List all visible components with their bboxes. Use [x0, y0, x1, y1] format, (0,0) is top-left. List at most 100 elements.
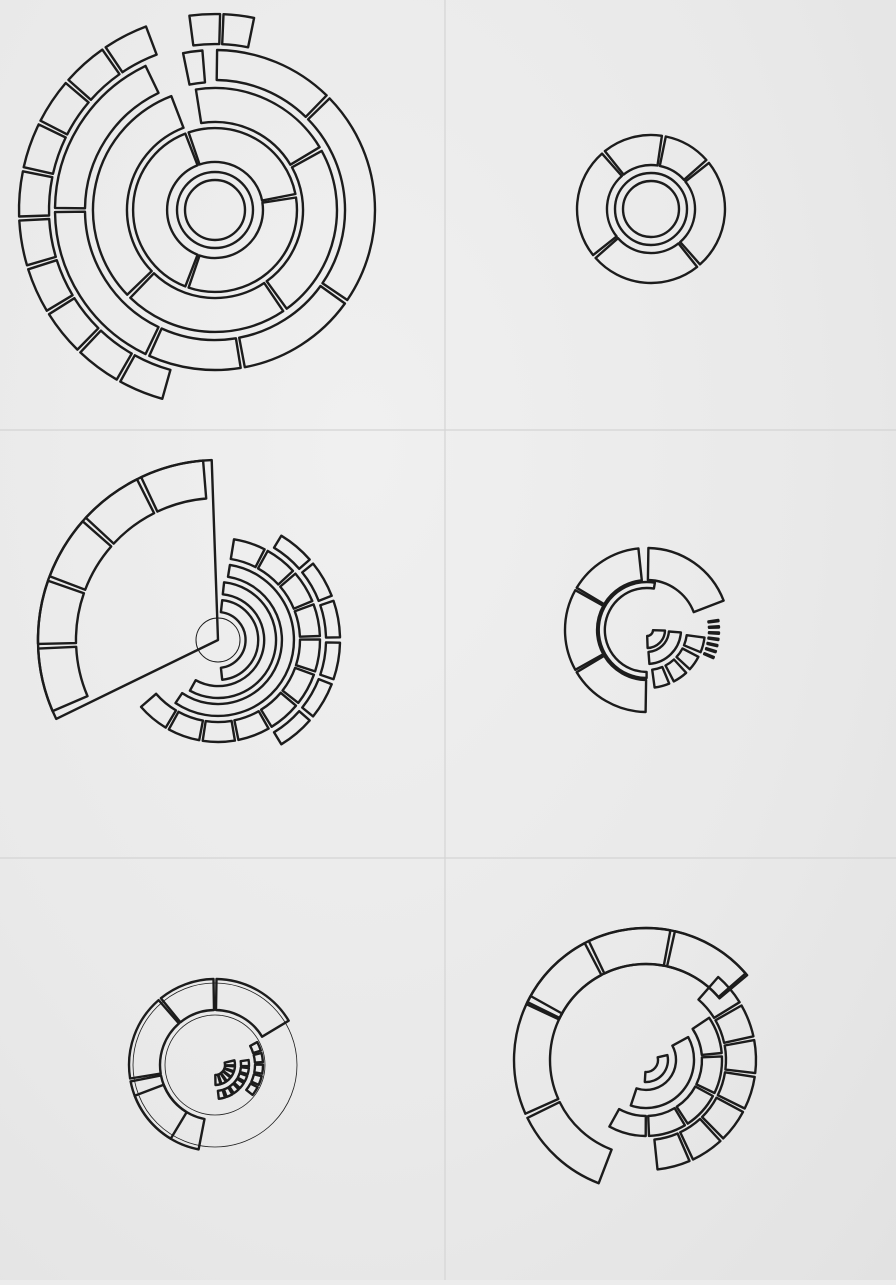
ring-segment-1 [658, 135, 708, 181]
sunburst-sketch-fading [127, 977, 298, 1151]
outer-tile-b-6 [272, 710, 311, 746]
dash-arc-b-7 [216, 1088, 227, 1100]
wedge-tile-2 [36, 579, 86, 646]
tiny-tile-a-2 [675, 647, 700, 671]
inner-half-arc-1 [629, 1035, 696, 1110]
center-circle-outer [175, 170, 255, 250]
dash-arc-a-6 [214, 1073, 222, 1087]
center-circle-inner [183, 178, 247, 242]
sunburst-sketch-diagonal [512, 926, 758, 1185]
tiny-tile-a-3 [664, 658, 688, 683]
big-wedge [36, 458, 220, 721]
tiny-tile-b-2 [707, 625, 721, 629]
ring3-segment-1 [215, 48, 328, 119]
ring1-segment-3 [131, 132, 199, 288]
outer-tile-6 [17, 170, 54, 218]
inner-arc-2-1 [188, 581, 278, 700]
outer-tile-a-1 [229, 538, 266, 569]
ring2-segment-4 [91, 94, 185, 296]
tiny-tile-b-5 [706, 641, 719, 648]
mid-tile-1 [691, 1016, 723, 1057]
dash-arc-b-1 [239, 1058, 251, 1068]
outer-tile-1 [697, 975, 741, 1020]
ring3-segment-6 [53, 64, 160, 210]
ring3-segment-3 [238, 284, 347, 369]
wedge-tile-3 [48, 520, 113, 591]
upper-segment-1 [526, 941, 603, 1020]
lower-left-segment-1 [575, 654, 648, 714]
dash-arc-b-4 [232, 1077, 245, 1090]
ring3-segment-2 [306, 97, 377, 302]
inner-arc-3-1 [174, 563, 296, 718]
sunburst-sketch-small-ring [575, 133, 727, 285]
upper-segment-3 [665, 930, 747, 999]
lower-left-segment-2 [563, 589, 605, 671]
upper-segment-2 [587, 926, 672, 975]
inner-arc-1-1 [219, 599, 260, 681]
outer-tile-9 [67, 48, 121, 101]
dash-arc-c-2 [252, 1051, 265, 1064]
small-inner-arc-1 [646, 629, 667, 650]
wedge-tile-4 [84, 478, 156, 545]
outer-tile-10 [104, 25, 158, 74]
dash-arc-b-6 [222, 1086, 234, 1099]
ring2-segment-2 [265, 149, 339, 310]
outer-tile-8 [39, 81, 90, 136]
core-arc-1 [643, 1053, 670, 1084]
sunburst-sketch-wedge [36, 458, 342, 746]
dash-arc-c-3 [253, 1063, 265, 1075]
upper-segment-1 [646, 546, 725, 614]
outer-tile-2 [714, 1004, 755, 1044]
wedge-tile-5 [140, 459, 208, 513]
upper-arc-group-1 [525, 926, 749, 1021]
outer-tile-b-3 [319, 599, 342, 639]
outer-tile-b-2 [301, 562, 333, 603]
ring-segment-3 [594, 237, 699, 285]
dash-arc-b-5 [228, 1082, 240, 1095]
outer-tile-6 [679, 1117, 722, 1161]
center-circle-faint [195, 617, 241, 663]
outer-tile-2 [79, 329, 133, 381]
dash-arc-b-3 [236, 1072, 249, 1083]
ring-segment-2 [679, 161, 727, 266]
faint-inner-circle [164, 1014, 266, 1116]
ring1-segment-1 [187, 126, 297, 202]
dash-arc-c-5 [245, 1082, 259, 1097]
ring-segment-4 [214, 977, 290, 1038]
mid-inner-arc-1 [647, 630, 683, 666]
ring-segment-3 [159, 977, 216, 1024]
sunburst-sketch-large [17, 12, 377, 400]
ring3-sliver-1 [181, 49, 207, 86]
outer-tile-7 [653, 1132, 691, 1171]
inner-thin-ring-1 [597, 580, 657, 680]
tiny-tile-b-6 [704, 646, 718, 654]
wedge-tile-1 [37, 645, 89, 713]
dash-arc-c-4 [250, 1073, 263, 1087]
outer-tile-b-1 [272, 534, 311, 570]
outer-tile-4 [27, 259, 74, 312]
center-circle-inner [621, 179, 681, 239]
outer-tile-a-7 [259, 691, 298, 728]
ring3-segment-4 [148, 327, 242, 372]
mid-tile-5 [608, 1107, 647, 1138]
tiny-tile-a-1 [682, 634, 706, 654]
outer-tile-a-5 [294, 638, 322, 673]
tiny-tile-b-7 [702, 652, 715, 660]
mid-tile-2 [695, 1055, 724, 1095]
outer-tile-4 [716, 1071, 756, 1110]
ring-segment-4 [575, 152, 623, 257]
ring2-segment-3 [129, 272, 285, 334]
dash-arc-b-2 [238, 1066, 251, 1076]
tiny-tile-b-3 [707, 631, 721, 635]
outer-tile-3 [723, 1038, 758, 1075]
dash-arc-c-1 [249, 1040, 262, 1055]
left-segment-2 [512, 994, 564, 1115]
outer-tile-3 [47, 297, 100, 351]
upper-left-segment-1 [575, 547, 643, 606]
outer-tile-a-9 [201, 719, 237, 744]
outer-tile-5 [700, 1096, 745, 1140]
ring-segment-5 [603, 133, 664, 176]
